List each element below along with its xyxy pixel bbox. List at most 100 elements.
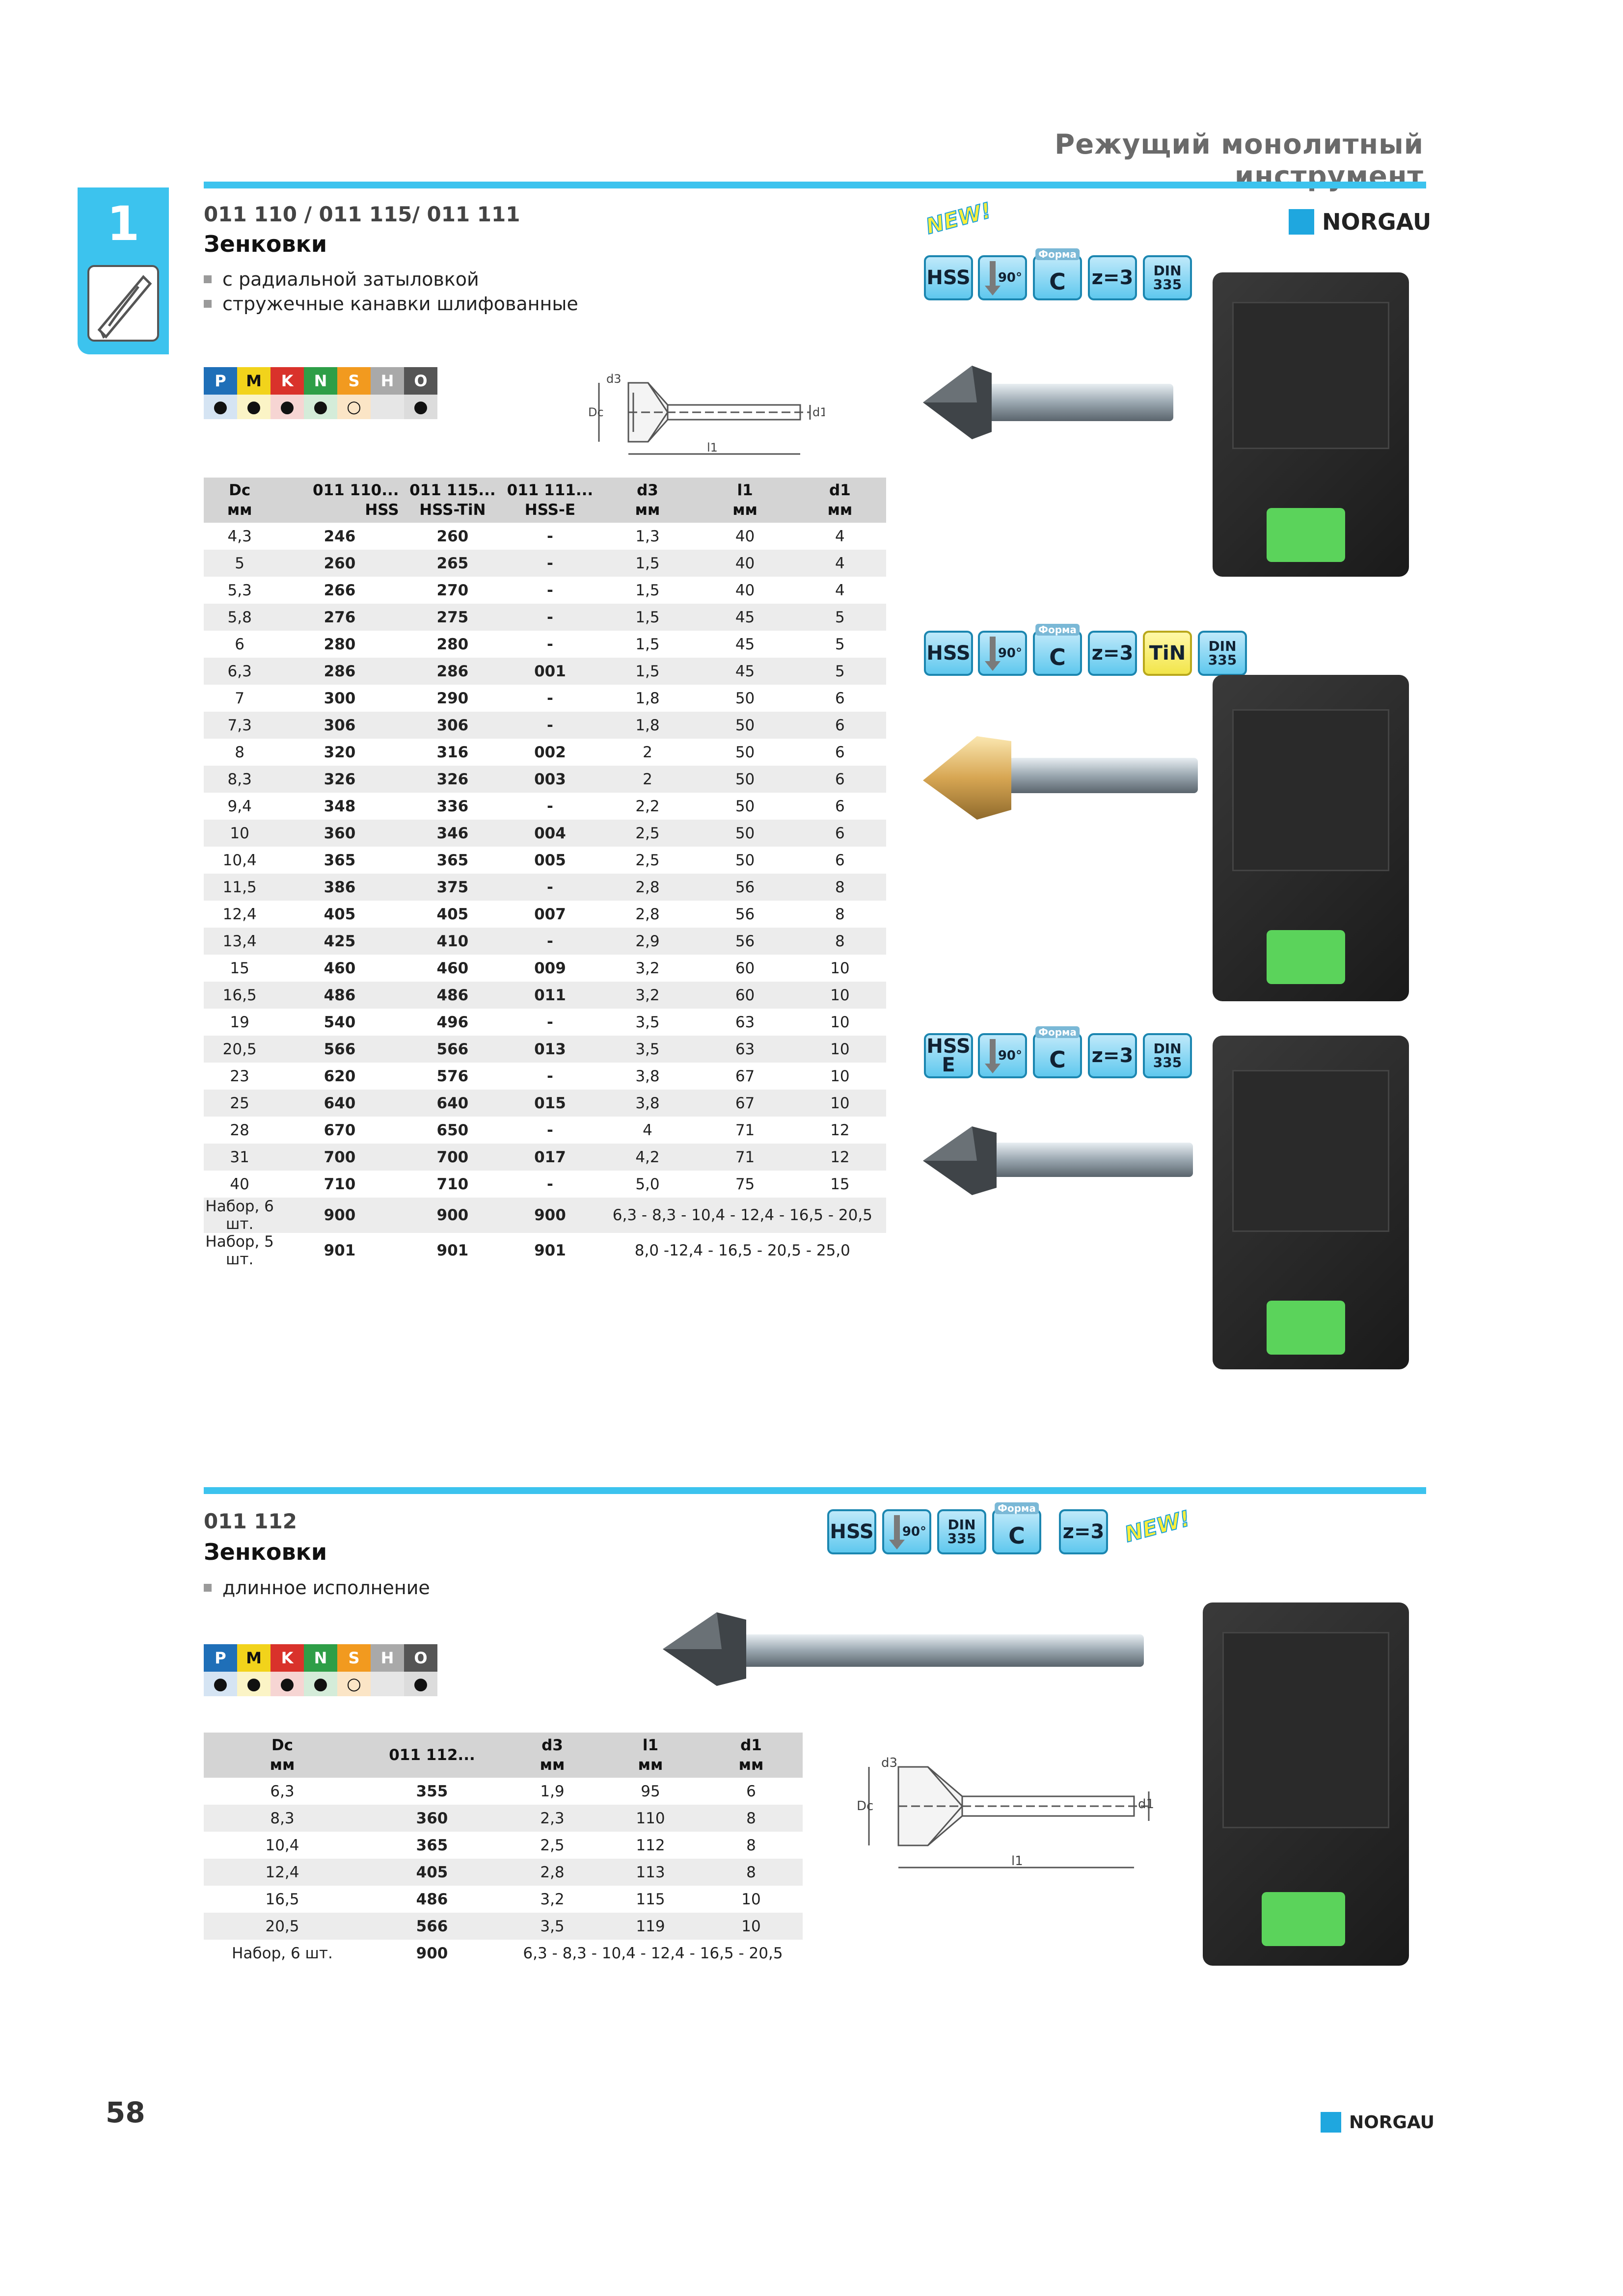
table-cell: 10,4 — [222, 851, 257, 869]
table-cell: 496 — [436, 1013, 469, 1031]
material-mark: ● — [404, 1672, 437, 1696]
table-cell: 360 — [361, 1805, 503, 1832]
table-cell: 10 — [793, 982, 886, 1009]
table-cell: 15 — [830, 1175, 850, 1193]
table-cell: 001 — [501, 658, 599, 685]
material-mark: ○ — [337, 1672, 371, 1696]
table-cell: 8,3 — [204, 766, 276, 793]
table-cell: 10 — [741, 1890, 761, 1908]
table-cell: 112 — [636, 1836, 665, 1854]
table-cell: 110 — [601, 1805, 700, 1832]
table-cell: 10,4 — [265, 1836, 299, 1854]
table-cell: 6 — [793, 766, 886, 793]
table-cell: 486 — [275, 982, 404, 1009]
material-h: H — [371, 1644, 404, 1672]
table-cell: 50 — [696, 712, 794, 739]
table-cell: 28 — [230, 1121, 249, 1139]
countersink-image — [923, 366, 1173, 439]
chapter-number: 1 — [107, 196, 140, 251]
table-cell: - — [501, 604, 599, 631]
badge-z3: z=3 — [1088, 631, 1137, 676]
section1-dimension-diagram: d3 Dc d1 l1 — [588, 372, 825, 455]
table-cell: 2,5 — [540, 1836, 565, 1854]
table-cell: 365 — [416, 1836, 448, 1854]
tool-case-hsse-image — [1213, 1036, 1409, 1369]
table-cell: 56 — [696, 874, 794, 901]
table-cell: 6 — [235, 635, 245, 653]
badge-tin: TiN — [1143, 631, 1192, 676]
table-cell: 56 — [735, 905, 755, 923]
table-cell: 710 — [436, 1175, 469, 1193]
table-cell: 12 — [793, 1144, 886, 1171]
table-cell: - — [546, 1067, 553, 1085]
material-mark: ○ — [337, 395, 371, 419]
table-cell: 1,5 — [598, 658, 697, 685]
long-countersink-image — [663, 1612, 1144, 1686]
table-cell: 566 — [275, 1036, 404, 1063]
table-cell: 8 — [700, 1805, 803, 1832]
material-mark: ● — [204, 1672, 237, 1696]
table-cell: 95 — [641, 1782, 660, 1800]
table-cell: 50 — [735, 797, 755, 815]
table-cell: 6 — [835, 743, 845, 761]
table-cell: 260 — [436, 527, 469, 545]
section2-dimension-diagram: d3 Dc d1 l1 — [857, 1756, 1154, 1869]
drill-icon — [87, 265, 159, 342]
table-cell: 3,2 — [540, 1890, 565, 1908]
table-cell: 8 — [235, 743, 245, 761]
table-cell: 260 — [275, 550, 404, 577]
section2-title: Зенковки — [204, 1539, 327, 1565]
material-mark: ● — [204, 395, 237, 419]
table-cell: 10 — [830, 1013, 850, 1031]
table-cell: 115 — [636, 1890, 665, 1908]
material-mark — [371, 1672, 404, 1696]
bullet-item: длинное исполнение — [204, 1575, 430, 1600]
table-cell: 6 — [793, 820, 886, 847]
footer-brand-logo: NORGAU — [1321, 2112, 1434, 2133]
brand-logo: NORGAU — [1289, 209, 1431, 235]
table-cell: - — [546, 1013, 553, 1031]
table-cell: 900 — [416, 1944, 448, 1962]
table-cell: 10 — [204, 820, 276, 847]
table-cell: 8 — [793, 928, 886, 955]
table-cell: 1,5 — [635, 581, 660, 599]
table-cell: Набор, 6 шт. — [232, 1944, 333, 1962]
table-cell: 6 — [746, 1782, 756, 1800]
table-cell: 003 — [501, 766, 599, 793]
table-cell: 425 — [275, 928, 404, 955]
table-cell: 3,2 — [598, 982, 697, 1009]
table-cell: 355 — [416, 1782, 448, 1800]
table-cell: - — [546, 527, 553, 545]
table-cell: 286 — [275, 658, 404, 685]
table-cell: 12 — [830, 1121, 850, 1139]
table-cell: 326 — [404, 766, 502, 793]
table-cell: 405 — [361, 1859, 503, 1886]
table-cell: 2,9 — [598, 928, 697, 955]
table-cell: 336 — [436, 797, 469, 815]
table-cell: 375 — [404, 874, 502, 901]
material-p: P — [204, 1644, 237, 1672]
table-cell: - — [501, 928, 599, 955]
countersink-tin-image — [923, 736, 1198, 820]
dim-label-d1: d1 — [812, 405, 825, 419]
table-cell: 50 — [735, 851, 755, 869]
table-cell: 6,3 - 8,3 - 10,4 - 12,4 - 16,5 - 20,5 — [598, 1198, 886, 1233]
badge-z3: z=3 — [1088, 1033, 1137, 1078]
section1-bullets: с радиальной затыловкой стружечные канав… — [204, 267, 578, 316]
table-cell: 119 — [601, 1913, 700, 1940]
table-cell: 576 — [436, 1067, 469, 1085]
material-m: M — [237, 367, 270, 395]
table-cell: 60 — [696, 982, 794, 1009]
tool-case-tin-image — [1213, 675, 1409, 1001]
table-cell: 6 — [835, 689, 845, 707]
